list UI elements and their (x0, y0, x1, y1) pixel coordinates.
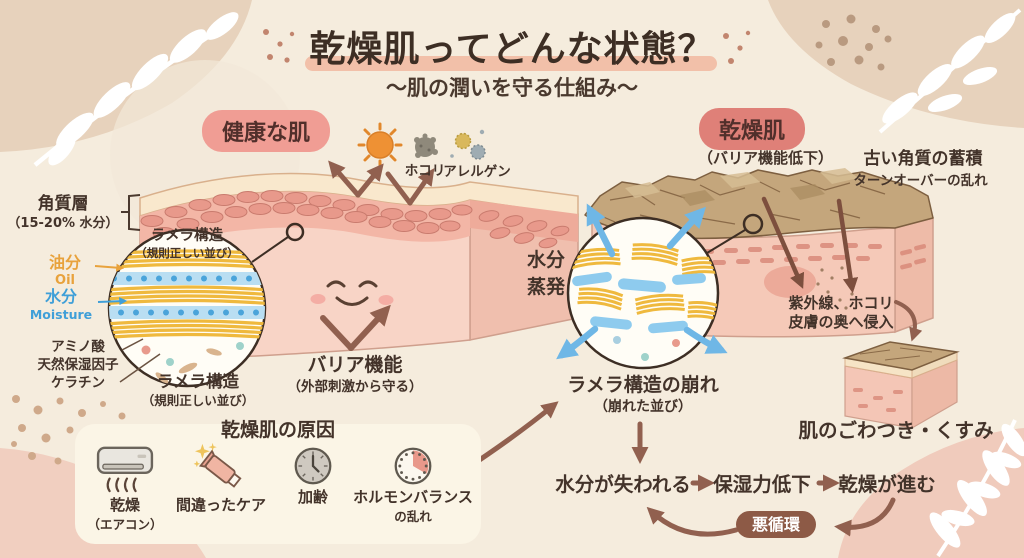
allergen-icon (450, 129, 486, 160)
lamella-title: ラメラ構造 (150, 228, 224, 244)
uv-dust-label: 紫外線、ホコリ 皮膚の奥へ侵入 (770, 294, 912, 332)
page-subtitle: ～肌の潤いを守る仕組み～ (386, 76, 638, 100)
clock-icon (294, 447, 332, 485)
bracket (121, 194, 141, 231)
moisture-en: Moisture (29, 307, 93, 322)
lamella-broken-subtitle: （崩れた並び） (594, 399, 692, 415)
cycle-step-dryness-progresses: 乾燥が進む (838, 473, 936, 496)
allergen-label: アレルゲン (443, 164, 511, 180)
penetration-arrows (761, 196, 859, 294)
dot-cluster (815, 14, 892, 71)
oil-jp: 油分 (48, 253, 81, 272)
lamella-structure-broken (556, 203, 764, 370)
corner-blob (838, 428, 1024, 558)
old-keratin-label: 古い角質の蓄積 (863, 149, 983, 169)
reflect-arrows (328, 160, 435, 206)
stratum-water-content: （15-20% 水分） (7, 216, 119, 231)
smiley-face-icon (310, 280, 394, 306)
cycle-step-water-loss: 水分が失われる (555, 473, 691, 496)
stratum-corneum-label: 角質層 （15-20% 水分） (0, 194, 126, 234)
lamella-subtitle: （規則正しい並び） (141, 393, 255, 408)
evaporation-arrows (556, 203, 728, 360)
turnover-label: ターンオーバーの乱れ (853, 173, 988, 189)
cause-sublabel: （エアコン） (87, 517, 163, 532)
lamella-title: ラメラ構造 (156, 372, 239, 391)
oil-en: Oil (55, 273, 75, 288)
dot-cluster (263, 29, 751, 64)
cause-item-aging: 加齢 (280, 446, 346, 506)
lamella-structure-healthy (94, 222, 305, 388)
healthy-skin-heading: 健康な肌 (202, 110, 331, 152)
evaporation-label: 水分 蒸発 (514, 247, 578, 301)
leaf-branch-icon (33, 12, 239, 167)
cause-item-dryness: 乾燥 （エアコン） (85, 444, 165, 533)
causes-heading: 乾燥肌の原因 (220, 419, 335, 441)
title-highlight (305, 56, 717, 71)
cause-label: 間違ったケア (175, 496, 266, 514)
moisture-label: 水分 Moisture (28, 288, 94, 324)
lamella-broken-title: ラメラ構造の崩れ (567, 374, 719, 396)
cause-item-wrong-care: 間違ったケア (166, 442, 276, 514)
cycle-step-moisture-decline: 保湿力低下 (713, 473, 811, 496)
evaporation-line2: 蒸発 (526, 276, 565, 298)
sun-icon (357, 122, 403, 168)
lamella-subtitle: （規則正しい並び） (135, 246, 239, 260)
barrier-subtitle: （外部刺激から守る） (287, 379, 423, 395)
barrier-title: バリア機能 (307, 354, 403, 376)
air-conditioner-icon (96, 446, 154, 493)
dry-skin-subheading: （バリア機能低下） (697, 149, 833, 167)
hormone-clock-icon (394, 447, 432, 485)
cause-label: ホルモンバランス (353, 488, 473, 506)
evaporation-line1: 水分 (526, 249, 565, 271)
stratum-title: 角質層 (37, 194, 89, 214)
dust-icon (414, 133, 438, 158)
lamella-label-top: ラメラ構造 （規則正しい並び） (114, 228, 260, 262)
lamella-label-bottom: ラメラ構造 （規則正しい並び） (138, 372, 258, 410)
uv-line1: 紫外線、ホコリ (788, 294, 894, 312)
uv-line2: 皮膚の奥へ侵入 (788, 313, 894, 331)
cause-label: 乾燥 (109, 496, 140, 514)
cause-sublabel: の乱れ (394, 509, 432, 524)
cosmetic-tube-icon (193, 442, 242, 488)
nmf-keratin: ケラチン (51, 375, 105, 391)
nmf-label: アミノ酸 天然保湿因子 ケラチン (20, 338, 136, 392)
leaf-branch-icon (929, 419, 1024, 558)
barrier-function-label: バリア機能 （外部刺激から守る） (276, 354, 434, 398)
lamella-broken-label: ラメラ構造の崩れ （崩れた並び） (554, 374, 732, 418)
cause-item-hormone: ホルモンバランス の乱れ (350, 446, 476, 525)
leaf-branch-icon (878, 8, 1022, 134)
rough-dull-skin-label: 肌のごわつき・くすみ (798, 419, 994, 442)
hook-arrow (894, 300, 923, 342)
dry-skin-heading: 乾燥肌 (699, 108, 806, 150)
rough-skin-cube (842, 341, 960, 430)
nmf-amino: アミノ酸 (51, 339, 105, 355)
page-title: 乾燥肌ってどんな状態？ (309, 29, 715, 70)
moisture-jp: 水分 (44, 287, 77, 306)
nmf-factor: 天然保湿因子 (37, 357, 119, 373)
oil-label: 油分 Oil (38, 254, 92, 290)
barrier-arrow (320, 304, 391, 351)
vicious-cycle-badge: 悪循環 (736, 511, 816, 538)
cause-label: 加齢 (297, 488, 328, 506)
